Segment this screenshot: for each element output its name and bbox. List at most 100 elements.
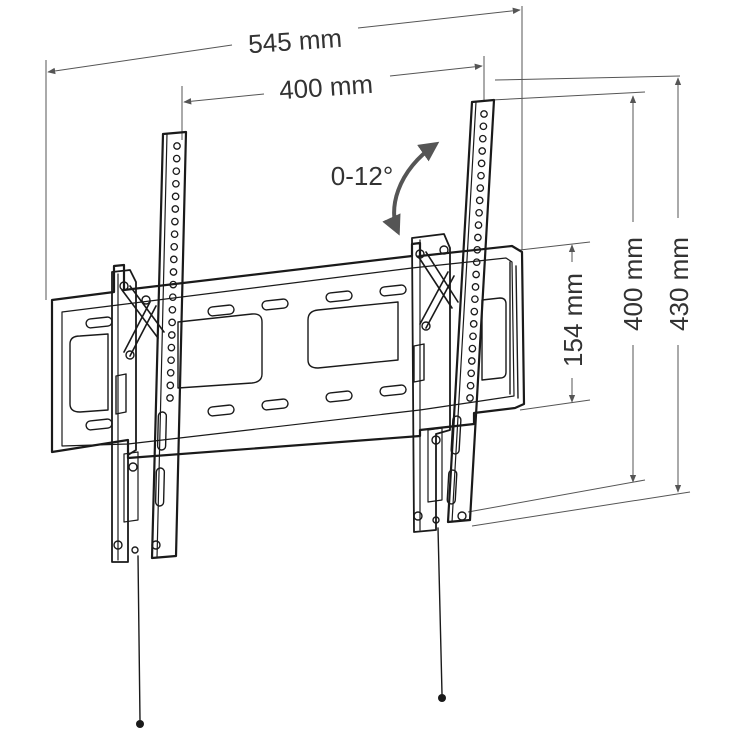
label-overall-height: 430 mm bbox=[664, 237, 694, 331]
left-pull-cord bbox=[137, 555, 141, 721]
left-arm-fold bbox=[156, 133, 168, 559]
screw bbox=[457, 511, 467, 521]
wall-plate bbox=[50, 241, 526, 460]
left-arm-holes bbox=[166, 142, 181, 402]
mounting-hole bbox=[168, 293, 177, 302]
right-arm-slot bbox=[450, 415, 462, 455]
label-hole-spacing-width: 400 mm bbox=[278, 69, 374, 105]
right-tv-bracket bbox=[411, 98, 496, 702]
mounting-hole bbox=[171, 217, 179, 226]
left-lower-plate bbox=[123, 451, 139, 523]
extension-line-400v-top bbox=[491, 91, 646, 101]
dim-line-545-a bbox=[47, 44, 233, 75]
tilt-arrow bbox=[382, 141, 440, 236]
screw bbox=[125, 350, 135, 360]
screw bbox=[432, 516, 440, 524]
right-arm-slot bbox=[446, 469, 458, 505]
left-arm-outline bbox=[150, 130, 188, 560]
slot bbox=[85, 418, 113, 431]
mounting-hole bbox=[471, 283, 480, 291]
dim-line-400h-b bbox=[389, 63, 483, 77]
plate-window-1 bbox=[69, 333, 109, 413]
mounting-hole bbox=[170, 230, 179, 239]
mounting-hole bbox=[480, 110, 488, 118]
plate-outline bbox=[50, 241, 526, 460]
left-arm-slot bbox=[156, 411, 168, 451]
plate-right-return bbox=[509, 261, 519, 399]
slot bbox=[379, 384, 407, 397]
left-cord-ball bbox=[136, 720, 144, 728]
mounting-hole bbox=[478, 147, 487, 155]
dim-line-400h-a bbox=[183, 93, 265, 105]
right-pull-cord bbox=[437, 527, 443, 695]
slot bbox=[325, 290, 353, 303]
screw bbox=[415, 249, 425, 259]
mounting-hole bbox=[169, 280, 178, 289]
mounting-hole bbox=[466, 394, 474, 402]
screw bbox=[439, 245, 449, 255]
plate-window-4 bbox=[481, 297, 507, 381]
slot bbox=[207, 404, 235, 417]
mounting-hole bbox=[169, 255, 178, 264]
mounting-hole bbox=[166, 368, 175, 377]
screw bbox=[431, 435, 441, 445]
left-scissor-links bbox=[121, 285, 165, 357]
mounting-hole bbox=[472, 270, 480, 279]
right-arm-fold bbox=[451, 101, 477, 523]
mounting-hole bbox=[171, 205, 180, 213]
label-hole-spacing-height: 400 mm bbox=[618, 237, 648, 331]
extension-line-430-bottom bbox=[471, 491, 691, 527]
mounting-hole bbox=[472, 258, 481, 267]
mounting-hole bbox=[469, 320, 478, 328]
mounting-hole bbox=[173, 142, 181, 150]
mounting-hole bbox=[166, 394, 174, 402]
screw bbox=[119, 281, 129, 291]
mounting-hole bbox=[468, 344, 477, 353]
dim-line-545-b bbox=[357, 7, 521, 29]
mounting-hole bbox=[167, 331, 176, 339]
plate-window-3 bbox=[307, 301, 399, 369]
mounting-hole bbox=[469, 332, 477, 341]
slot bbox=[261, 398, 289, 411]
screw bbox=[113, 540, 123, 550]
mounting-hole bbox=[168, 318, 176, 327]
screw bbox=[128, 462, 138, 472]
plate-window-2 bbox=[177, 313, 263, 389]
mounting-hole bbox=[166, 381, 175, 390]
dimension-labels: 545 mm 400 mm 0-12° 154 mm 400 mm 430 mm bbox=[247, 23, 694, 367]
screw bbox=[131, 546, 139, 554]
extension-line-400v-bottom bbox=[467, 479, 646, 513]
mounting-hole bbox=[474, 221, 483, 229]
mounting-hole bbox=[475, 208, 483, 217]
right-arm-holes bbox=[466, 110, 488, 402]
right-scissor-links bbox=[417, 251, 459, 329]
label-plate-height: 154 mm bbox=[558, 273, 588, 367]
mounting-hole bbox=[475, 196, 484, 205]
right-tilt-bracket bbox=[411, 233, 451, 533]
mounting-hole bbox=[467, 357, 476, 365]
screw bbox=[151, 540, 161, 550]
plate-inner-edge bbox=[61, 257, 515, 447]
mounting-hole bbox=[169, 268, 178, 276]
mounting-hole bbox=[171, 192, 180, 201]
mounting-hole bbox=[168, 305, 177, 314]
screw bbox=[141, 295, 151, 305]
screw bbox=[413, 511, 423, 521]
screw bbox=[421, 321, 431, 331]
mounting-hole bbox=[466, 381, 475, 390]
mounting-hole bbox=[476, 184, 485, 192]
label-overall-width: 545 mm bbox=[247, 23, 343, 59]
slot bbox=[85, 316, 113, 329]
mounting-hole bbox=[167, 343, 176, 352]
mounting-hole bbox=[170, 242, 179, 251]
extension-line-154-bottom bbox=[519, 399, 591, 411]
mounting-hole bbox=[477, 159, 486, 168]
mounting-hole bbox=[167, 356, 175, 365]
mounting-hole bbox=[478, 134, 487, 143]
slot bbox=[325, 390, 353, 403]
extension-line-430-top bbox=[494, 75, 681, 81]
right-lock-plate bbox=[413, 343, 425, 383]
mounting-hole bbox=[479, 122, 488, 131]
slot bbox=[261, 298, 289, 311]
